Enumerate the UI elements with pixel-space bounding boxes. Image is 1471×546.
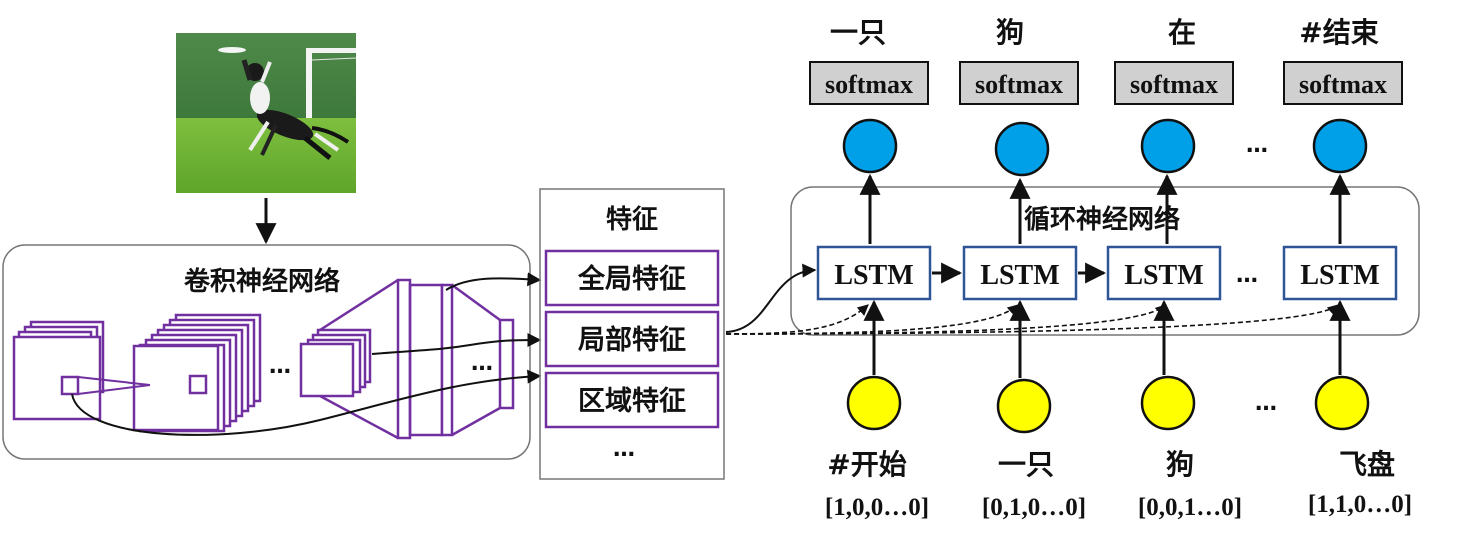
output-word-3: 在 [1168, 16, 1196, 49]
lstm-cell-2: LSTM [962, 245, 1078, 301]
conv-layer-stack-3 [299, 328, 372, 398]
lstm-label-4: LSTM [1300, 260, 1379, 291]
fc-funnel-bottom [319, 394, 399, 440]
output-ellipsis: … [1246, 133, 1268, 158]
features-container [539, 188, 725, 480]
input-node-4 [1314, 375, 1370, 431]
lstm-label-1: LSTM [834, 260, 913, 291]
lstm-label-2: LSTM [980, 260, 1059, 291]
output-node-3 [1140, 118, 1196, 174]
input-node-3 [1140, 375, 1196, 431]
feature-global-label: 全局特征 [577, 263, 686, 295]
lstm-cell-1: LSTM [816, 245, 932, 301]
lstm-label-3: LSTM [1124, 260, 1203, 291]
softmax-box-4: softmax [1283, 61, 1403, 105]
softmax-label-1: softmax [825, 70, 913, 99]
lstm-cell-3: LSTM [1106, 245, 1222, 301]
input-node-2 [996, 378, 1052, 434]
fc-funnel-top [319, 278, 399, 332]
input-node-1 [846, 375, 902, 431]
conv-kernel-2 [188, 374, 208, 395]
input-word-4: 飞盘 [1339, 448, 1395, 481]
softmax-label-3: softmax [1130, 70, 1218, 99]
arrow-to-region-feature [71, 369, 542, 436]
softmax-box-3: softmax [1114, 61, 1234, 105]
input-vector-4: [1,1,0…0] [1308, 491, 1412, 518]
fc-layers [396, 278, 515, 440]
rnn-title: 循环神经网络 [1024, 204, 1180, 235]
softmax-label-4: softmax [1299, 70, 1387, 99]
dash-feature-to-lstm-4 [725, 304, 1339, 335]
input-photo [176, 33, 357, 193]
output-word-2: 狗 [996, 16, 1024, 49]
fc-funnel2-bottom [451, 406, 501, 437]
arrow-feature-to-lstm-1 [725, 263, 817, 333]
conv-layer-stack-1 [12, 320, 105, 421]
arrow-to-global-feature [445, 272, 542, 291]
frisbee [218, 47, 246, 53]
feature-local-label: 局部特征 [578, 324, 686, 356]
arrow-to-local-feature [371, 333, 542, 355]
output-node-4 [1312, 118, 1368, 174]
cnn-ellipsis-1: … [269, 354, 291, 379]
receptive-line-bottom [77, 384, 151, 395]
input-word-2: 一只 [998, 448, 1054, 481]
feature-region-label: 区域特征 [578, 386, 686, 417]
rnn-container [790, 186, 1420, 336]
dog-figure [241, 59, 350, 160]
output-word-4: #结束 [1299, 16, 1378, 49]
fc-funnel2-top [451, 283, 501, 322]
input-word-3: 狗 [1166, 448, 1194, 481]
output-node-2 [994, 121, 1050, 177]
cnn-ellipsis-2: … [471, 351, 493, 376]
input-vector-3: [0,0,1…0] [1138, 494, 1242, 521]
conv-kernel-1 [60, 375, 80, 396]
input-vector-1: [1,0,0…0] [825, 494, 929, 521]
output-node-1 [842, 118, 898, 174]
dash-feature-to-lstm-1 [725, 304, 869, 335]
lstm-cell-4: LSTM [1282, 245, 1398, 301]
output-word-1: 一只 [830, 16, 886, 49]
feature-region: 区域特征 [544, 371, 720, 429]
dash-feature-to-lstm-2 [725, 304, 1019, 335]
softmax-box-2: softmax [959, 61, 1079, 105]
conv-layer-stack-2 [132, 313, 262, 433]
feature-global: 全局特征 [544, 249, 720, 307]
features-title: 特征 [606, 204, 658, 235]
input-ellipsis: … [1255, 391, 1277, 416]
input-word-1: #开始 [827, 448, 906, 481]
cnn-title: 卷积神经网络 [184, 266, 340, 297]
cnn-container [2, 244, 531, 460]
receptive-line-top [77, 376, 151, 386]
lstm-ellipsis: … [1236, 263, 1258, 288]
feature-local: 局部特征 [544, 310, 720, 368]
features-ellipsis: … [613, 437, 635, 462]
input-vector-2: [0,1,0…0] [982, 494, 1086, 521]
softmax-label-2: softmax [975, 70, 1063, 99]
softmax-box-1: softmax [809, 61, 929, 105]
